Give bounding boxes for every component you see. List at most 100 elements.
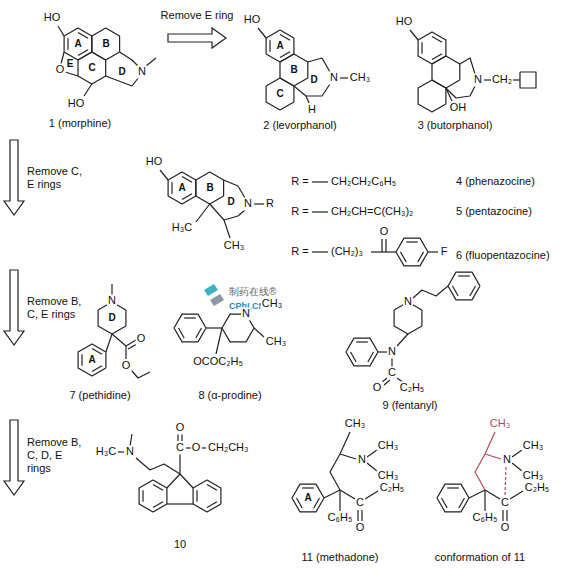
bond-line <box>485 432 495 454</box>
step-note: Remove B, C, E rings <box>26 295 86 321</box>
bond-line <box>153 502 163 508</box>
bond-line <box>485 490 500 499</box>
atom-label: HO <box>67 97 86 110</box>
bond-line <box>106 334 112 352</box>
bond-line <box>513 79 520 80</box>
bond-line <box>312 211 328 212</box>
atom-label: R = <box>290 245 309 258</box>
bond-line <box>460 58 475 74</box>
bond-line <box>312 181 328 182</box>
bond-line <box>520 72 536 88</box>
compound-caption: 4 (phenazocine) <box>455 175 536 188</box>
bond-line <box>346 338 378 366</box>
bond-line <box>385 239 386 252</box>
bond-line <box>396 238 428 266</box>
atom-label: R = <box>290 205 309 218</box>
bond-line <box>505 467 506 496</box>
bond-line <box>181 434 182 441</box>
bond-line <box>401 252 407 262</box>
bond-line <box>458 275 470 276</box>
compound-caption: 8 (α-prodine) <box>197 389 262 402</box>
bond-line <box>196 490 197 502</box>
ring-letter: B <box>205 182 214 194</box>
atom-label: HO <box>145 155 164 168</box>
bond-line <box>167 474 180 488</box>
bond-line <box>206 327 222 328</box>
atom-label: C <box>175 441 185 454</box>
bond-line <box>207 485 217 491</box>
bond-line <box>196 328 202 338</box>
bond-line <box>146 58 156 66</box>
atom-label: R = <box>290 175 309 188</box>
bond-line <box>92 349 102 355</box>
bond-line <box>130 434 132 446</box>
bond-line <box>361 510 362 521</box>
bond-line <box>64 28 92 60</box>
bond-line <box>177 434 178 441</box>
bond-line <box>475 454 485 490</box>
atom-label: C₆H₅ <box>472 511 499 524</box>
bond-line <box>142 490 143 502</box>
atom-label: CH₃ <box>349 71 371 84</box>
bond-line <box>112 334 126 359</box>
bond-line <box>447 487 459 488</box>
bond-line <box>118 451 124 452</box>
atom-label: O <box>379 225 390 238</box>
atom-label: CH₃ <box>377 439 399 452</box>
bond-line <box>512 450 522 457</box>
bond-line <box>201 447 206 448</box>
bond-line <box>224 180 245 198</box>
ring-letter: B <box>289 64 298 76</box>
bond-line <box>111 284 112 295</box>
bond-line <box>453 286 459 296</box>
bond-line <box>78 33 88 39</box>
bond-line <box>216 328 222 354</box>
ring-letter: A <box>73 38 82 50</box>
atom-label: CH₃ <box>522 439 544 452</box>
bond-line <box>368 352 374 362</box>
bond-line <box>58 26 64 36</box>
bond-line <box>421 42 422 54</box>
retro-arrow <box>4 420 24 495</box>
compound-caption: 11 (methadone) <box>301 551 380 564</box>
atom-label: H₃C <box>95 445 117 458</box>
bond-line <box>324 490 340 498</box>
atom-label: N <box>125 445 135 458</box>
bond-line <box>512 463 522 471</box>
step-note: Remove B, C, D, E rings <box>26 436 86 476</box>
bond-line <box>266 78 294 110</box>
bond-line <box>167 503 193 504</box>
atom-label: CH₃ <box>223 239 245 252</box>
atom-label: O <box>136 332 147 345</box>
bond-line <box>78 344 106 376</box>
ring-letter: A <box>177 182 186 194</box>
bond-line <box>406 241 418 242</box>
ring-letter: B <box>101 38 110 50</box>
bond-line <box>418 32 446 64</box>
bond-line <box>428 251 438 252</box>
bond-line <box>139 480 167 512</box>
bond-line <box>340 77 348 78</box>
bond-line <box>312 251 328 252</box>
retro-arrow <box>4 140 24 215</box>
bond-line <box>437 484 469 512</box>
bond-line <box>384 380 390 385</box>
compound-caption: 2 (levorphanol) <box>262 119 337 132</box>
bond-line <box>297 498 303 508</box>
bond-line <box>196 172 224 204</box>
bond-line <box>254 203 264 204</box>
compound-caption: 10 <box>173 538 187 551</box>
atom-label: F <box>440 245 449 258</box>
bond-line <box>179 454 180 474</box>
bond-line <box>356 341 368 342</box>
bond-line <box>432 37 442 43</box>
ring-letter: A <box>303 492 312 504</box>
atom-label: C₂H₅ <box>524 481 551 494</box>
watermark-logo <box>204 284 218 296</box>
bond-line <box>254 328 264 337</box>
bond-line <box>330 454 340 490</box>
bond-line <box>365 491 378 499</box>
retro-arrow <box>4 270 24 345</box>
atom-label: N <box>403 295 413 308</box>
atom-label: C₂H₅ <box>399 381 426 394</box>
